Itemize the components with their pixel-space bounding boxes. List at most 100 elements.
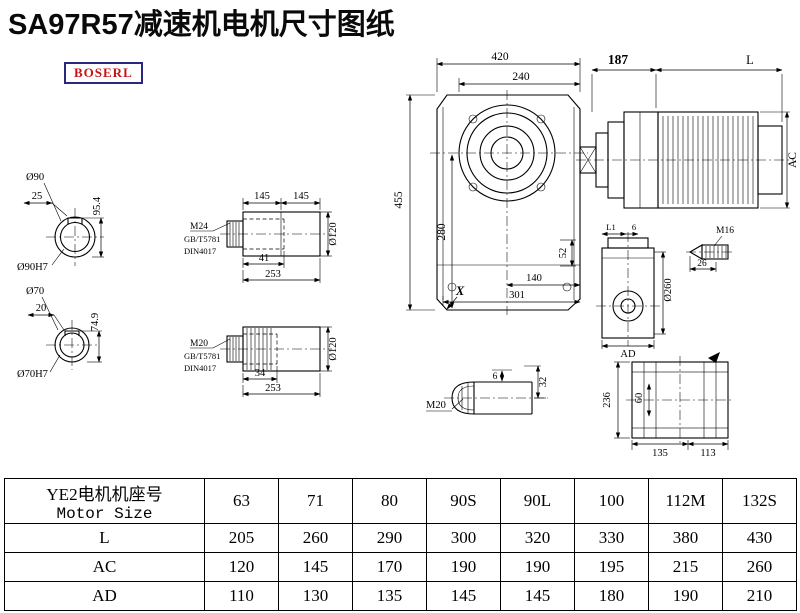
gearbox-side-view: L1 6 Ø260 AD M16 26 [596, 222, 734, 360]
dim-label-95-4: 95.4 [92, 196, 103, 215]
cell-AC-7: 260 [722, 552, 797, 582]
cell-AC-1: 145 [278, 552, 353, 582]
table-row-AC: AC 120 145 170 190 190 195 215 260 [4, 552, 797, 582]
cell-L-1: 260 [278, 523, 353, 553]
table-size-71: 71 [278, 478, 353, 524]
table-header-cn: YE2电机机座号 [46, 484, 163, 504]
cell-AC-4: 190 [500, 552, 575, 582]
cell-AD-1: 130 [278, 581, 353, 611]
dim-label-L1: L1 [606, 222, 615, 232]
dim-label-dia90: Ø90 [26, 172, 44, 183]
cell-L-7: 430 [722, 523, 797, 553]
thread-label-m20-tip: M20 [426, 400, 446, 411]
dim-label-236: 236 [602, 392, 613, 408]
table-row-L: L 205 260 290 300 320 330 380 430 [4, 523, 797, 553]
dim-label-32: 32 [538, 377, 549, 388]
std-label-din2: DIN4017 [184, 363, 216, 373]
dim-label-dia120a: Ø120 [328, 222, 339, 245]
dim-label-74-9: 74.9 [90, 313, 101, 331]
dim-label-41: 41 [259, 253, 270, 264]
row-label-AD: AD [4, 581, 205, 611]
cell-L-5: 330 [574, 523, 649, 553]
cell-AD-5: 180 [574, 581, 649, 611]
thread-label-m16: M16 [716, 226, 734, 236]
table-size-112m: 112M [648, 478, 723, 524]
cell-L-0: 205 [204, 523, 279, 553]
dim-label-keyw-20: 20 [36, 303, 47, 314]
dim-label-AC: AC [787, 152, 799, 168]
dim-label-145b: 145 [293, 191, 309, 202]
cell-AC-3: 190 [426, 552, 501, 582]
cell-AD-0: 110 [204, 581, 279, 611]
brand-logo: BOSERL [64, 62, 143, 84]
dim-label-bore70: Ø70H7 [17, 369, 48, 380]
cell-AC-2: 170 [352, 552, 427, 582]
dim-label-253a: 253 [265, 269, 281, 280]
table-size-132s: 132S [722, 478, 797, 524]
table-header-motor-size: YE2电机机座号 Motor Size [4, 478, 205, 524]
x-mark-label: X [455, 284, 465, 298]
thread-label-m24: M24 [190, 222, 208, 232]
table-size-80: 80 [352, 478, 427, 524]
dim-label-dia120b: Ø120 [328, 337, 339, 360]
dim-label-240: 240 [512, 71, 530, 83]
shaft-end-view-70: Ø70 20 74.9 Ø70H7 [17, 286, 102, 380]
dim-label-253b: 253 [265, 383, 281, 394]
dim-label-AD: AD [620, 349, 636, 360]
table-size-63: 63 [204, 478, 279, 524]
dim-label-52: 52 [558, 248, 569, 259]
section-arrow-icon [708, 352, 720, 363]
dim-label-455: 455 [393, 191, 405, 209]
shaft-side-view-2: Ø120 M20 GB/T5781 DIN4017 34 253 [184, 326, 339, 397]
motor-back-view: 236 60 135 113 [602, 352, 734, 459]
dim-label-dia70: Ø70 [26, 286, 44, 297]
cell-AC-6: 215 [648, 552, 723, 582]
dim-label-6b: 6 [493, 372, 498, 382]
motor-dimension-table: YE2电机机座号 Motor Size 63 71 80 90S 90L 100… [4, 478, 797, 611]
thread-label-m20: M20 [190, 339, 208, 349]
dim-label-L: L [746, 53, 754, 67]
cell-L-3: 300 [426, 523, 501, 553]
row-label-AC: AC [4, 552, 205, 582]
dim-label-145a: 145 [254, 191, 270, 202]
shaft-end-view-90: Ø90 25 95.4 Ø90H7 [17, 172, 104, 273]
table-size-90s: 90S [426, 478, 501, 524]
dim-label-6a: 6 [632, 222, 636, 232]
dim-label-bore90: Ø90H7 [17, 262, 48, 273]
dim-label-301: 301 [509, 290, 525, 301]
dim-label-dia260: Ø260 [663, 278, 674, 301]
std-label-gb2: GB/T5781 [184, 351, 220, 361]
table-row-AD: AD 110 130 135 145 145 180 190 210 [4, 581, 797, 611]
shaft-side-view-1: 145 145 Ø120 M24 GB/T5781 DIN4017 41 253 [184, 191, 339, 283]
technical-drawing: Ø90 25 95.4 Ø90H7 Ø70 20 [17, 51, 799, 459]
table-header-row: YE2电机机座号 Motor Size 63 71 80 90S 90L 100… [4, 478, 797, 524]
gearbox-front-view: 420 240 455 280 52 140 301 [393, 51, 588, 315]
dim-label-280: 280 [436, 223, 448, 241]
cell-AD-3: 145 [426, 581, 501, 611]
dim-label-420: 420 [491, 51, 509, 63]
table-size-90l: 90L [500, 478, 575, 524]
dim-label-140: 140 [526, 273, 542, 284]
dim-label-keyw-25: 25 [32, 191, 43, 202]
cell-AD-4: 145 [500, 581, 575, 611]
page-title: SA97R57减速机电机尺寸图纸 [8, 9, 395, 41]
cell-AD-6: 190 [648, 581, 723, 611]
table-size-100: 100 [574, 478, 649, 524]
dim-label-34: 34 [255, 368, 266, 379]
dim-label-135: 135 [652, 448, 668, 459]
cell-AD-2: 135 [352, 581, 427, 611]
std-label-din1: DIN4017 [184, 246, 216, 256]
cell-AC-5: 195 [574, 552, 649, 582]
cell-L-4: 320 [500, 523, 575, 553]
dim-label-187: 187 [608, 52, 629, 67]
cell-AC-0: 120 [204, 552, 279, 582]
shaft-tip-detail: 6 32 M20 [426, 365, 549, 415]
cell-L-6: 380 [648, 523, 723, 553]
motor-side-view: 187 L AC [576, 52, 799, 209]
dim-label-60: 60 [634, 393, 645, 404]
row-label-L: L [4, 523, 205, 553]
std-label-gb1: GB/T5781 [184, 234, 220, 244]
cell-L-2: 290 [352, 523, 427, 553]
cell-AD-7: 210 [722, 581, 797, 611]
